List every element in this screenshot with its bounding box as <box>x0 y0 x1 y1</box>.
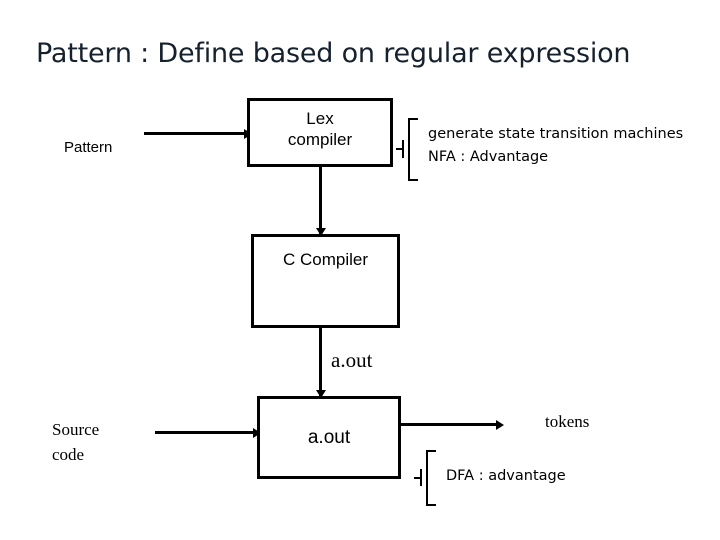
arrowhead-lex-to-ccompiler-icon <box>315 228 326 236</box>
pattern-input-label: Pattern <box>64 139 113 156</box>
arrowhead-ccompiler-to-aout-icon <box>315 390 326 398</box>
aout-stream-label: a.out <box>331 348 373 372</box>
annotation-dfa-note: DFA : advantage <box>446 468 566 484</box>
box-lex-compiler[interactable]: Lex compiler <box>247 98 393 167</box>
connector-lex-to-ccompiler <box>319 165 322 236</box>
annotation-nfa-note: generate state transition machines NFA :… <box>428 126 684 166</box>
box-c-compiler[interactable]: C Compiler <box>251 234 400 328</box>
connector-ccompiler-to-aout <box>319 326 322 398</box>
box-a-out[interactable]: a.out <box>257 396 401 479</box>
tokens-output-label: tokens <box>545 412 590 431</box>
connector-aout-to-tokens <box>400 423 500 426</box>
arrowhead-aout-to-tokens-icon <box>496 419 504 430</box>
box-c-compiler-label: C Compiler <box>282 250 369 269</box>
source-code-input-label: Source code <box>52 420 100 464</box>
box-a-out-label: a.out <box>307 426 351 448</box>
connector-pattern-to-lex <box>144 132 250 135</box>
brace-nfa-icon <box>396 118 424 181</box>
brace-dfa-icon <box>414 450 442 506</box>
connector-sourcecode-to-aout <box>155 431 260 434</box>
page-title: Pattern : Define based on regular expres… <box>36 38 631 69</box>
box-lex-compiler-label: Lex compiler <box>287 109 353 149</box>
